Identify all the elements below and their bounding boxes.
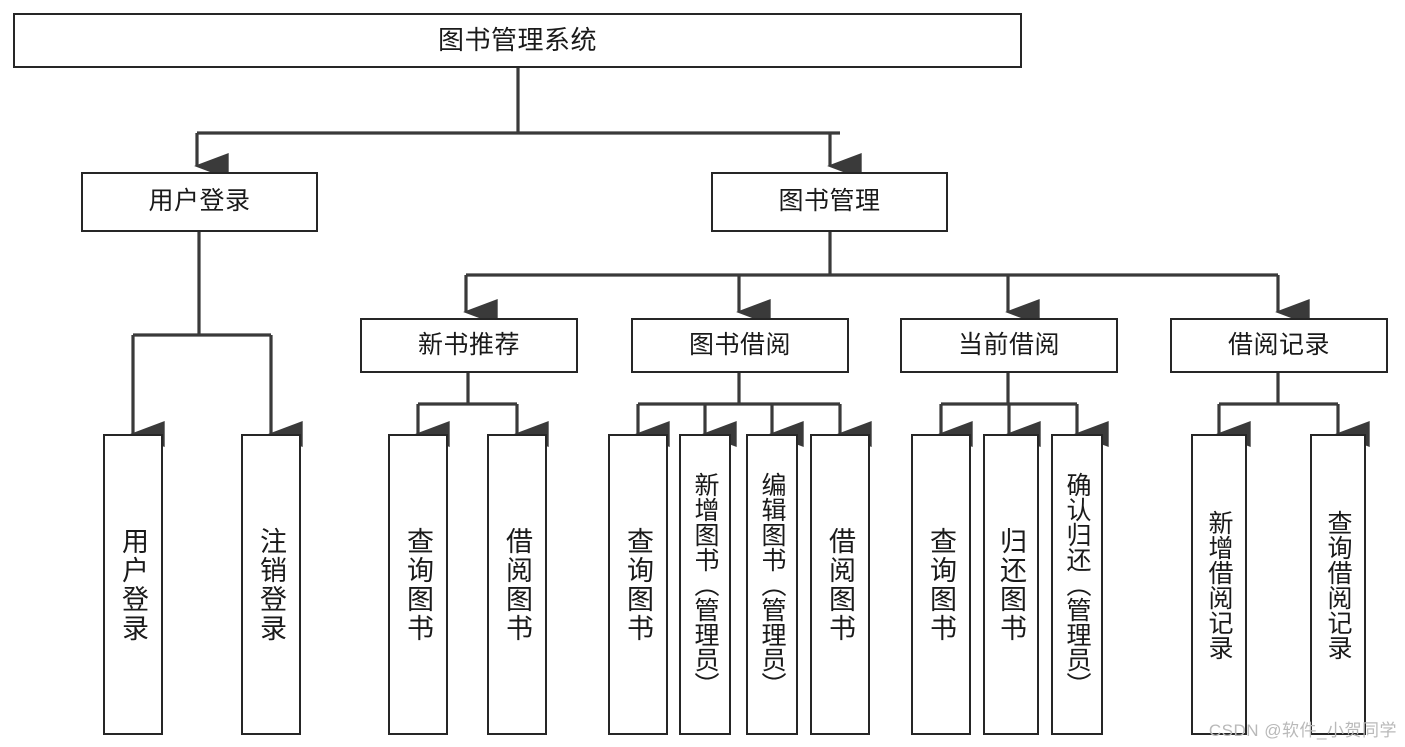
node-label: 注销登录 — [256, 526, 287, 643]
node-label: 归还图书 — [996, 526, 1027, 643]
node-label: 用户登录 — [148, 187, 251, 216]
leaf-user-login[interactable]: 用户登录 — [103, 434, 163, 735]
node-label: 借阅图书 — [825, 526, 856, 643]
leaf-logout[interactable]: 注销登录 — [241, 434, 301, 735]
leaf-edit-book-admin[interactable]: 编辑图书（管理员） — [746, 434, 798, 735]
node-label: 新书推荐 — [417, 330, 520, 359]
node-label: 新增借阅记录 — [1205, 509, 1233, 660]
node-book-management[interactable]: 图书管理 — [711, 172, 948, 232]
node-label: 图书借阅 — [688, 330, 791, 359]
leaf-query-borrow-record[interactable]: 查询借阅记录 — [1310, 434, 1366, 735]
leaf-confirm-return-admin[interactable]: 确认归还（管理员） — [1051, 434, 1103, 735]
node-label: 新增图书（管理员） — [691, 472, 719, 697]
node-new-book-recommend[interactable]: 新书推荐 — [360, 318, 578, 373]
node-current-borrow[interactable]: 当前借阅 — [900, 318, 1118, 373]
node-root-system[interactable]: 图书管理系统 — [13, 13, 1022, 68]
leaf-query-book-recommend[interactable]: 查询图书 — [388, 434, 448, 735]
node-label: 图书管理系统 — [437, 25, 597, 56]
node-borrow-record[interactable]: 借阅记录 — [1170, 318, 1388, 373]
leaf-return-book[interactable]: 归还图书 — [983, 434, 1039, 735]
node-book-borrow[interactable]: 图书借阅 — [631, 318, 849, 373]
node-label: 查询借阅记录 — [1324, 509, 1352, 660]
node-label: 当前借阅 — [957, 330, 1060, 359]
leaf-borrow-book-recommend[interactable]: 借阅图书 — [487, 434, 547, 735]
node-label: 编辑图书（管理员） — [758, 472, 786, 697]
node-label: 借阅图书 — [502, 526, 533, 643]
node-user-login[interactable]: 用户登录 — [81, 172, 318, 232]
node-label: 查询图书 — [403, 526, 434, 643]
node-label: 用户登录 — [118, 526, 149, 643]
leaf-add-book-admin[interactable]: 新增图书（管理员） — [679, 434, 731, 735]
node-label: 借阅记录 — [1227, 330, 1330, 359]
node-label: 确认归还（管理员） — [1063, 472, 1091, 697]
node-label: 图书管理 — [778, 187, 881, 216]
watermark-text: CSDN @软件_小贺同学 — [1208, 721, 1397, 740]
leaf-query-book-current[interactable]: 查询图书 — [911, 434, 971, 735]
leaf-add-borrow-record[interactable]: 新增借阅记录 — [1191, 434, 1247, 735]
leaf-borrow-book[interactable]: 借阅图书 — [810, 434, 870, 735]
node-label: 查询图书 — [623, 526, 654, 643]
leaf-query-book-borrow[interactable]: 查询图书 — [608, 434, 668, 735]
node-label: 查询图书 — [926, 526, 957, 643]
